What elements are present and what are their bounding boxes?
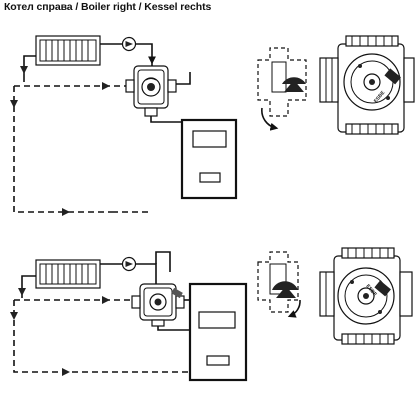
radiator-icon <box>35 259 101 289</box>
scheme-top <box>10 35 238 216</box>
valve-detail-bottom: ESBE <box>257 247 413 345</box>
mixing-valve-icon <box>125 65 177 117</box>
page-title: Котел справа / Boiler right / Kessel rec… <box>4 1 212 13</box>
boiler-icon <box>188 282 248 382</box>
pump-icon <box>121 256 137 272</box>
boiler-icon <box>180 118 238 200</box>
scheme-bottom <box>10 251 248 382</box>
pump-icon <box>121 36 137 52</box>
mixing-valve-icon <box>131 283 185 327</box>
radiator-icon <box>35 35 101 66</box>
valve-detail-top: ESBE <box>257 35 415 135</box>
